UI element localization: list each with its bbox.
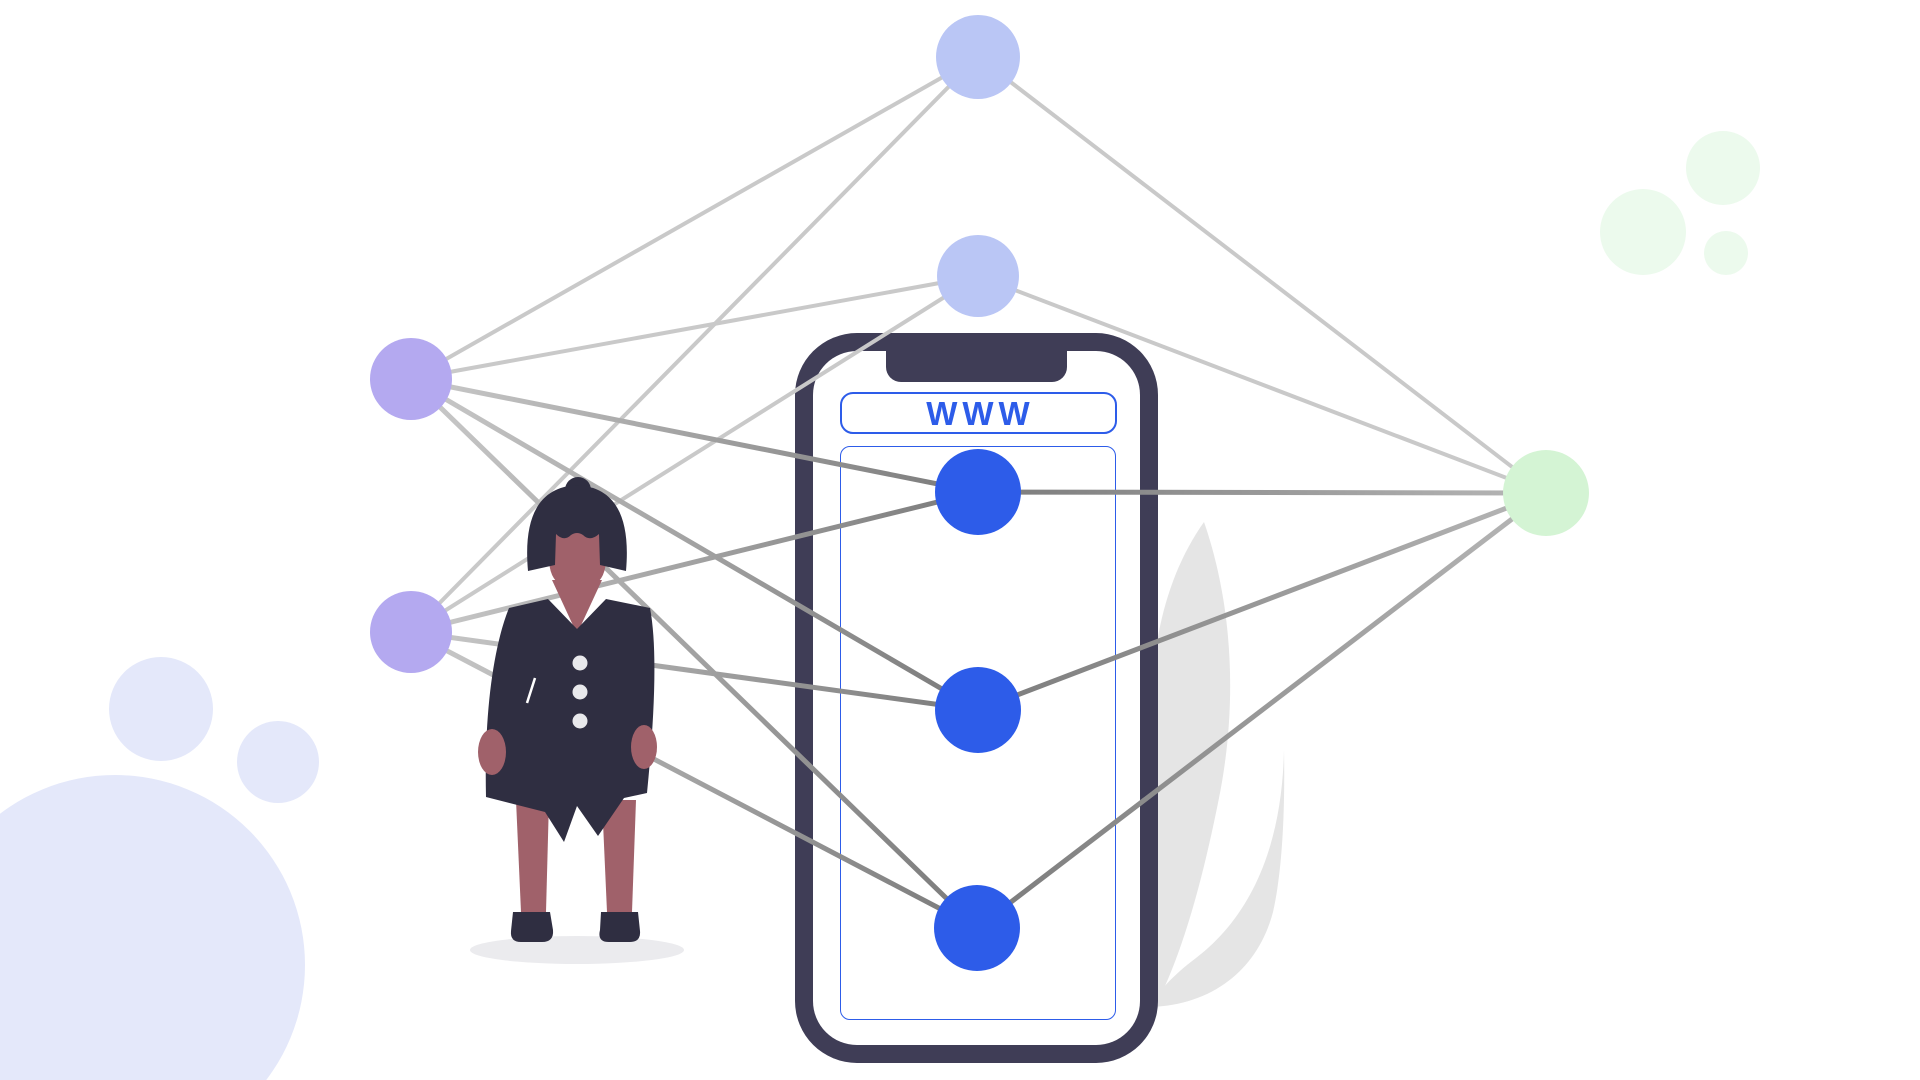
decorative-circle-green-small bbox=[1704, 231, 1748, 275]
edge-input-top-hidden-mid bbox=[410, 274, 979, 381]
leaf-swoosh-icon bbox=[1150, 750, 1285, 1007]
edge-input-top-phone-node-3 bbox=[409, 377, 979, 930]
node-hidden-mid bbox=[937, 235, 1019, 317]
dress-button-3 bbox=[572, 713, 588, 729]
edge-input-top-phone-node-2 bbox=[409, 376, 980, 713]
left-hand bbox=[478, 729, 506, 775]
hair bbox=[527, 485, 627, 571]
address-bar: WWW bbox=[840, 392, 1117, 434]
edge-input-bottom-hidden-top bbox=[409, 55, 980, 634]
right-hand bbox=[631, 725, 657, 769]
ground-shadow bbox=[470, 936, 684, 964]
decorative-circle-green-large bbox=[1600, 189, 1686, 275]
phone-side-button bbox=[1148, 507, 1158, 585]
node-phone-node-1 bbox=[935, 449, 1021, 535]
edge-phone-node-1-output bbox=[977, 489, 1547, 496]
neck-skin bbox=[552, 580, 602, 634]
decorative-circle-lavender-small bbox=[237, 721, 319, 803]
decorative-circle-lavender-medium bbox=[109, 657, 213, 761]
node-output bbox=[1503, 450, 1589, 536]
decorative-circle-green-upper bbox=[1686, 131, 1760, 205]
dress-button-2 bbox=[572, 684, 588, 700]
edge-hidden-mid-output bbox=[977, 274, 1547, 495]
network-nodes bbox=[370, 15, 1589, 971]
edge-input-top-phone-node-1 bbox=[410, 376, 979, 495]
edge-input-bottom-hidden-mid bbox=[409, 274, 980, 634]
node-phone-node-3 bbox=[934, 885, 1020, 971]
phone-notch bbox=[886, 351, 1067, 382]
edge-phone-node-3-output bbox=[975, 491, 1548, 930]
screen-content-frame bbox=[840, 446, 1116, 1020]
edge-hidden-top-output bbox=[976, 55, 1548, 495]
address-bar-text: WWW bbox=[926, 394, 1035, 432]
edge-input-bottom-phone-node-1 bbox=[410, 489, 979, 635]
node-input-bottom bbox=[370, 591, 452, 673]
node-input-top bbox=[370, 338, 452, 420]
dress bbox=[485, 599, 655, 842]
node-hidden-top bbox=[936, 15, 1020, 99]
dress-button-1 bbox=[572, 655, 588, 671]
left-leg bbox=[516, 800, 549, 912]
left-shoe bbox=[510, 912, 554, 942]
edge-input-top-hidden-top bbox=[410, 55, 979, 381]
right-shoe bbox=[599, 912, 641, 942]
dress-seam bbox=[525, 677, 537, 704]
node-phone-node-2 bbox=[935, 667, 1021, 753]
edge-phone-node-2-output bbox=[977, 490, 1547, 713]
right-leg bbox=[602, 800, 636, 912]
